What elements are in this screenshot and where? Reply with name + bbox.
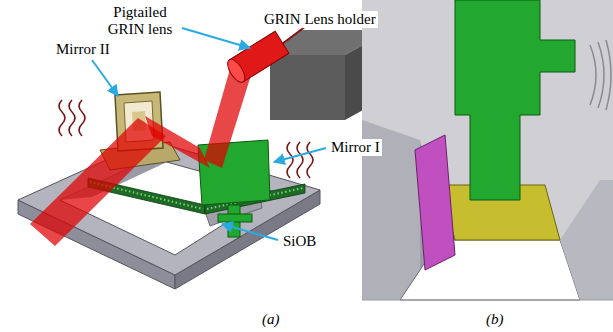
panel-label-holder: (b) [484, 310, 506, 328]
part-label: Mirror II [54, 41, 112, 58]
panel-label-holder: (a) [260, 310, 282, 328]
part-label-holder: Mirror II [54, 40, 112, 58]
part-label-holder: Pigtailed GRIN lens [98, 4, 182, 38]
panel-label: (a) [260, 311, 282, 328]
heat-marks [59, 100, 313, 178]
part-label-holder: GRIN Lens holder [262, 10, 378, 28]
part-label-holder: SiOB [281, 232, 318, 250]
leader-arrows [92, 28, 396, 240]
comb-drive [88, 178, 305, 214]
part-label: Mirror I [329, 139, 382, 156]
panel-label: (b) [484, 311, 506, 328]
part-label: Pigtailed GRIN lens [98, 4, 182, 38]
detail-panel [362, 0, 613, 300]
light-beam [30, 62, 252, 246]
part-label: GRIN Lens holder [262, 11, 378, 28]
part-label-holder: Mirror I [329, 138, 382, 156]
part-label: SiOB [281, 233, 318, 250]
